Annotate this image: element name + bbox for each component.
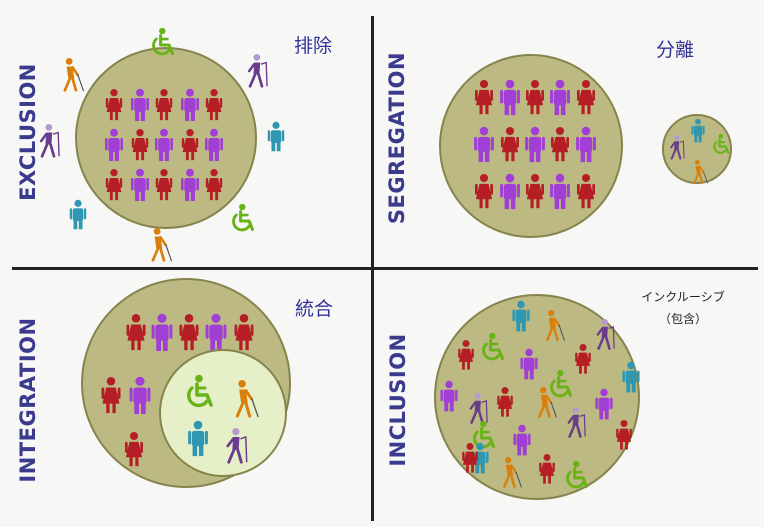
person-male-icon [180,88,200,121]
wheelchair-user-icon [713,133,730,154]
person-female-icon [616,420,632,450]
blind-person-icon [503,457,522,488]
person-male-icon [622,361,640,393]
wheelchair-user-icon [550,369,573,398]
person-female-icon [475,80,493,115]
person-female-icon [526,174,544,209]
exclusion-jp-label: 排除 [294,35,333,57]
person-female-icon [501,127,519,162]
person-male-icon [205,313,227,352]
elderly-cane-icon [247,54,268,88]
person-male-icon [550,173,570,210]
blind-person-icon [546,310,565,341]
elderly-cane-icon [670,135,685,160]
person-male-icon [180,168,200,201]
person-male-icon [104,128,124,161]
segregation-label: SEGREGATION [385,51,409,225]
blind-person-icon [538,387,557,418]
wheelchair-user-icon [232,203,255,232]
person-female-icon [125,432,143,467]
person-female-icon [234,314,254,351]
person-male-icon [130,168,150,201]
person-male-icon [188,420,208,457]
person-male-icon [154,128,174,161]
person-male-icon [500,173,520,210]
wheelchair-user-icon [187,374,213,408]
person-male-icon [69,199,87,230]
person-male-icon [595,388,613,420]
person-female-icon [475,174,493,209]
person-female-icon [526,80,544,115]
person-female-icon [179,314,199,351]
person-female-icon [205,169,223,201]
elderly-cane-icon [39,124,60,158]
person-male-icon [520,348,538,380]
person-female-icon [155,169,173,201]
person-female-icon [105,169,123,201]
integration-label: INTEGRATION [16,317,40,483]
person-male-icon [440,380,458,412]
elderly-cane-icon [567,407,586,438]
person-female-icon [181,129,199,161]
person-male-icon [151,313,173,352]
person-female-icon [575,344,591,374]
segregation-small-circle [662,114,732,184]
inclusion-jp-line1: インクルーシブ [641,290,725,304]
blind-person-icon [693,160,708,184]
person-female-icon [131,129,149,161]
person-male-icon [576,126,596,163]
exclusion-label: EXCLUSION [16,63,40,201]
person-female-icon [551,127,569,162]
person-female-icon [105,89,123,121]
person-male-icon [513,424,531,456]
integration-inner-circle [159,349,287,477]
blind-person-icon [151,228,173,262]
blind-person-icon [235,380,259,418]
person-male-icon [525,126,545,163]
person-female-icon [155,89,173,121]
person-female-icon [497,387,513,417]
inclusion-label: INCLUSION [386,333,410,467]
integration-jp-label: 統合 [295,298,334,320]
segregation-jp-label: 分離 [656,39,695,61]
exclusion-circle [75,47,257,229]
elderly-cane-icon [226,428,248,464]
person-female-icon [539,454,555,484]
person-female-icon [577,80,595,115]
person-male-icon [500,79,520,116]
elderly-cane-icon [469,393,488,424]
person-male-icon [267,121,285,152]
person-female-icon [462,443,478,473]
person-female-icon [577,174,595,209]
person-male-icon [129,376,151,415]
person-male-icon [204,128,224,161]
wheelchair-user-icon [566,460,589,489]
inclusion-jp-line2: （包含） [658,312,707,326]
person-male-icon [474,126,494,163]
person-female-icon [126,314,146,351]
inclusion-circle [434,294,640,500]
person-male-icon [130,88,150,121]
person-female-icon [205,89,223,121]
elderly-cane-icon [596,319,615,350]
person-male-icon [691,118,705,143]
person-female-icon [458,340,474,370]
person-female-icon [101,377,121,414]
wheelchair-user-icon [482,332,505,361]
person-male-icon [550,79,570,116]
inclusion-jp-label: インクルーシブ （包含） [628,286,738,330]
person-male-icon [512,300,530,332]
wheelchair-user-icon [152,27,175,56]
blind-person-icon [63,58,85,92]
horizontal-divider [12,267,758,270]
